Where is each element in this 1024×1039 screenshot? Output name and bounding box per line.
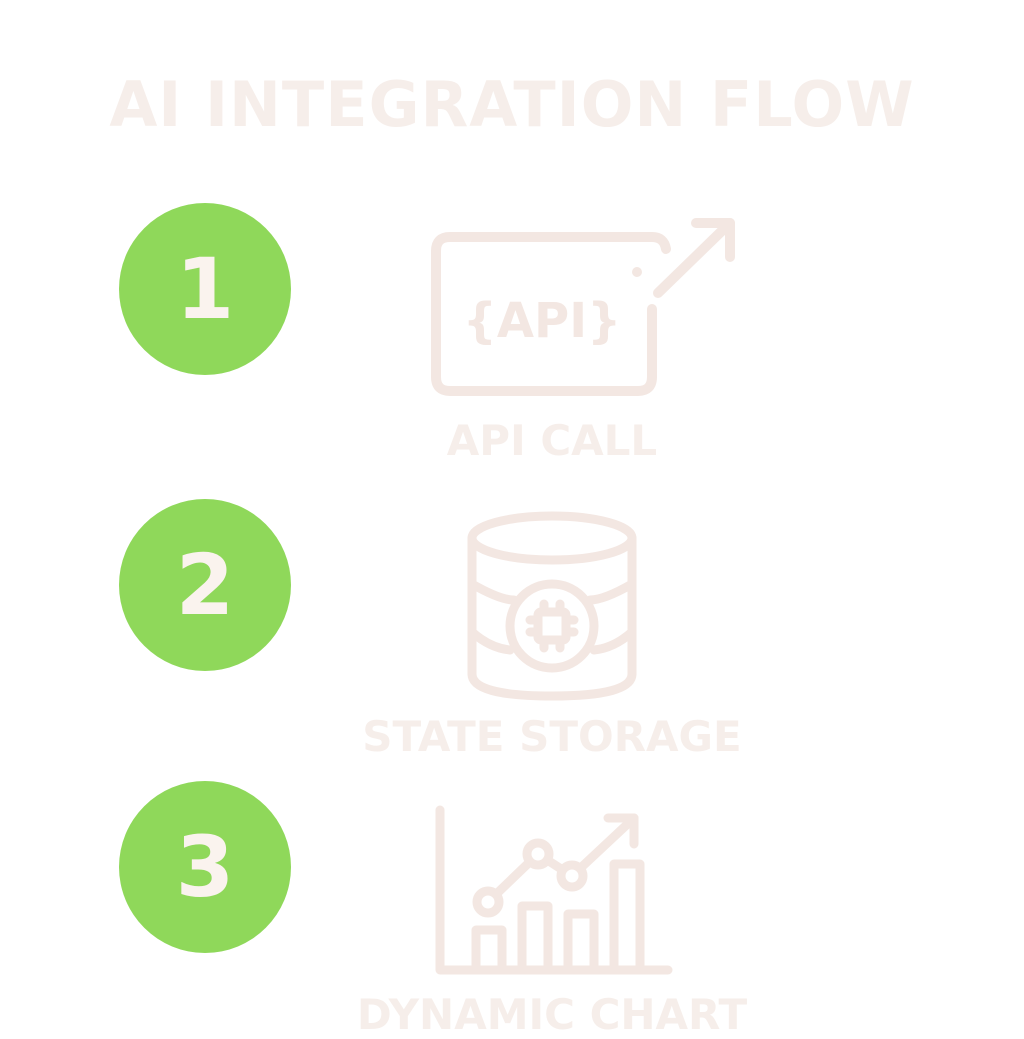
- page-title: AI INTEGRATION FLOW: [109, 68, 915, 141]
- step-2-number: 2: [175, 536, 235, 634]
- step-1-number: 1: [175, 240, 235, 338]
- step-1-badge: 1: [119, 203, 291, 375]
- step-3-label: DYNAMIC CHART: [356, 990, 748, 1039]
- step-2-badge: 2: [119, 499, 291, 671]
- chart-trend-icon: [435, 805, 673, 975]
- step-1-label: API CALL: [446, 416, 658, 465]
- database-chip-icon: [467, 511, 637, 701]
- api-window-icon: {API}: [431, 218, 735, 396]
- api-icon-text: {API}: [463, 293, 622, 349]
- step-2-label: STATE STORAGE: [362, 712, 742, 761]
- step-3-number: 3: [175, 818, 235, 916]
- step-3-badge: 3: [119, 781, 291, 953]
